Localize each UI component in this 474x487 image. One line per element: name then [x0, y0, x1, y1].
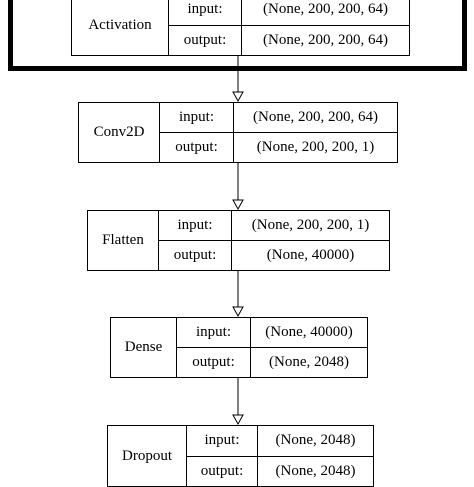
layer-node-dropout[interactable]: Dropout input: (None, 2048) output: (Non… — [107, 425, 374, 487]
layer-node-conv2d[interactable]: Conv2D input: (None, 200, 200, 64) outpu… — [78, 102, 398, 163]
input-label: input: — [160, 103, 234, 132]
output-shape: (None, 40000) — [266, 247, 355, 263]
input-label: input: — [187, 426, 258, 456]
layer-node-flatten[interactable]: Flatten input: (None, 200, 200, 1) outpu… — [87, 210, 390, 271]
output-label: output: — [169, 25, 242, 55]
output-label: output: — [177, 348, 251, 377]
input-label: input: — [159, 211, 232, 240]
layer-node-dense[interactable]: Dense input: (None, 40000) output: (None… — [110, 317, 368, 378]
layer-node-activation[interactable]: Activation input: (None, 200, 200, 64) o… — [71, 0, 410, 56]
layer-name: Flatten — [88, 211, 159, 270]
output-shape: (None, 2048) — [275, 462, 356, 479]
layer-name: Activation — [72, 0, 169, 55]
input-label: input: — [177, 318, 251, 347]
output-shape: (None, 200, 200, 64) — [263, 31, 388, 48]
output-label: output: — [159, 241, 232, 270]
input-shape: (None, 200, 200, 64) — [253, 109, 378, 125]
layer-name: Dropout — [108, 426, 187, 486]
input-shape: (None, 2048) — [275, 432, 356, 449]
output-label: output: — [160, 133, 234, 162]
input-label: input: — [169, 0, 242, 25]
model-diagram: Activation input: (None, 200, 200, 64) o… — [8, 0, 467, 487]
input-shape: (None, 200, 200, 64) — [263, 1, 388, 18]
output-shape: (None, 200, 200, 1) — [256, 139, 375, 155]
layer-name: Dense — [111, 318, 177, 377]
output-shape: (None, 2048) — [269, 354, 349, 370]
input-shape: (None, 40000) — [265, 324, 353, 340]
layer-name: Conv2D — [79, 103, 160, 162]
input-shape: (None, 200, 200, 1) — [251, 217, 370, 233]
output-label: output: — [187, 456, 258, 486]
